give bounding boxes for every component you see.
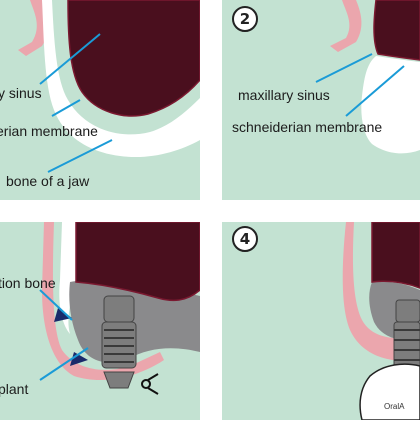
panel-4-gum: [342, 222, 420, 361]
panel-3-sinus: [75, 222, 200, 302]
panel-2-step-number: 2: [232, 6, 258, 32]
panel-1-gum: [18, 0, 50, 56]
panel-4-step-number: 4: [232, 226, 258, 252]
panel-2-sinus-label: maxillary sinus: [238, 87, 330, 103]
panel-3-membrane: [59, 222, 76, 334]
panel-2: [222, 0, 420, 200]
panel-4-sinus: [371, 222, 420, 289]
panel-1-membrane-label: erian membrane: [0, 123, 98, 139]
panel-3-implant: [101, 295, 137, 389]
panel-2-sinus: [373, 0, 420, 61]
panel-3: [0, 222, 200, 420]
panel-1-membrane: [42, 0, 200, 158]
panel-3-suture-mark: [141, 373, 159, 395]
panel-4-credit: OralA: [384, 402, 405, 411]
panel-3-marker-bottom: [70, 352, 88, 366]
panel-3-bone-label: tion bone: [0, 275, 56, 291]
panel-2-gum: [330, 0, 362, 52]
panel-3-implant-label: plant: [0, 381, 29, 397]
panel-1-bone-label: bone of a jaw: [6, 173, 90, 189]
pointer-lines: [39, 33, 405, 381]
panel-1: [0, 0, 200, 200]
panel-3-marker-top: [54, 308, 72, 322]
panel-2-membrane-label: schneiderian membrane: [232, 119, 383, 135]
panel-4-implant: [393, 299, 420, 369]
panel-1-sinus-label: y sinus: [0, 85, 42, 101]
panel-4: [222, 222, 420, 420]
panel-4-crown: [359, 363, 420, 420]
panel-2-membrane: [361, 56, 420, 154]
panel-1-sinus: [67, 0, 200, 117]
panel-3-gum: [42, 222, 164, 381]
